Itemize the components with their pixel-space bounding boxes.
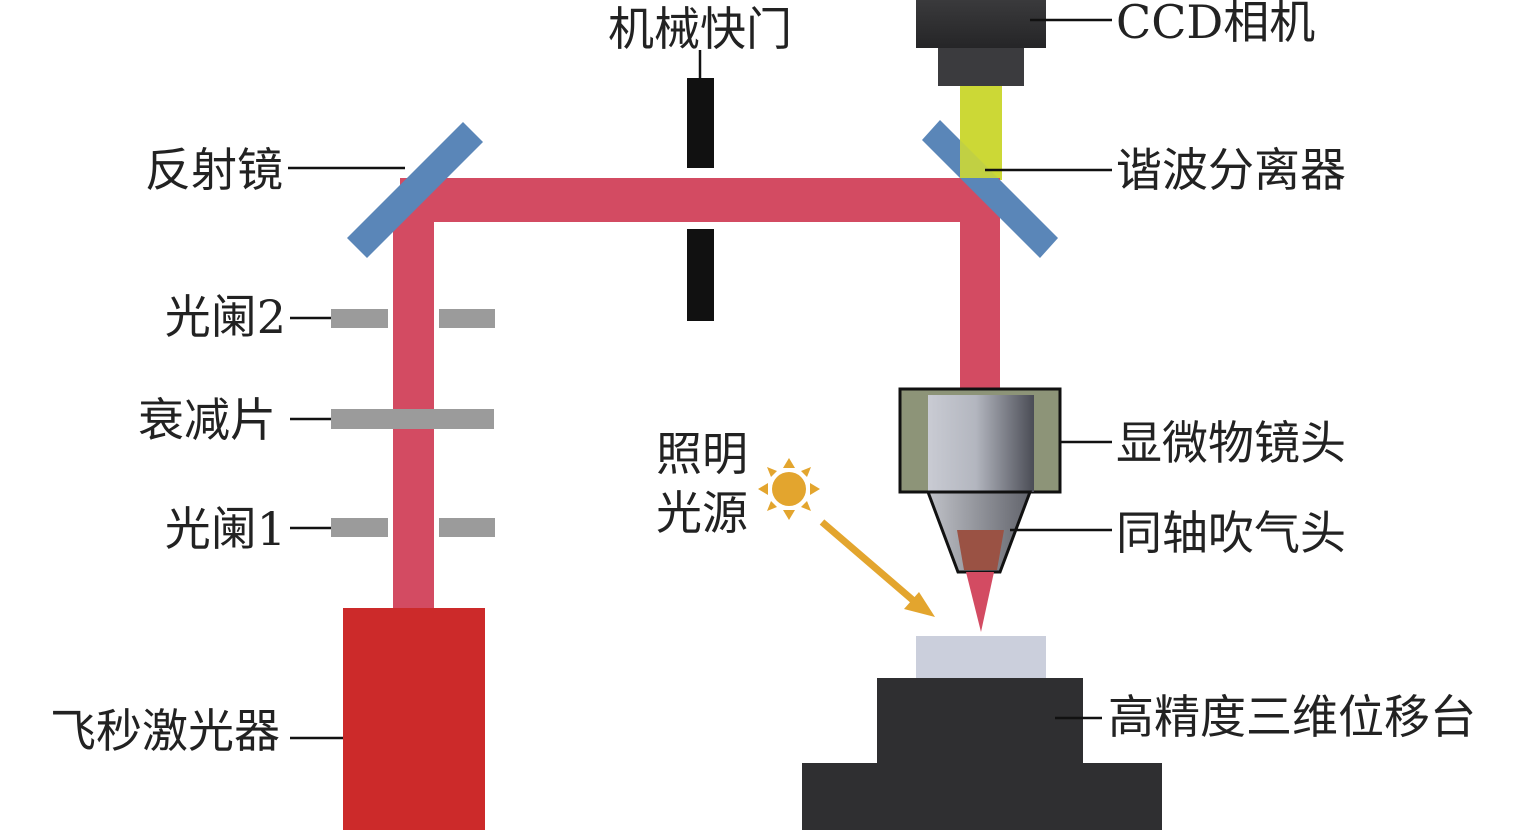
label-stage: 高精度三维位移台 bbox=[1108, 690, 1476, 744]
label-mirror: 反射镜 bbox=[145, 143, 283, 197]
attenuator bbox=[331, 409, 494, 429]
mirror bbox=[347, 122, 483, 258]
focused-beam-tip bbox=[966, 572, 994, 632]
sun-icon bbox=[758, 458, 820, 520]
label-harmonic-separator: 谐波分离器 bbox=[1116, 143, 1346, 197]
label-mechanical-shutter: 机械快门 bbox=[608, 2, 792, 56]
mechanical-shutter-upper-blade bbox=[687, 78, 714, 168]
ccd-camera-body bbox=[916, 0, 1046, 48]
illumination-arrow-icon bbox=[819, 519, 935, 617]
aperture-2-right-blade bbox=[439, 309, 495, 328]
stage-base bbox=[802, 763, 1162, 830]
label-illumination-line2: 光源 bbox=[656, 486, 748, 540]
ccd-camera-lens bbox=[938, 48, 1024, 86]
label-aperture-2: 光阑2 bbox=[165, 290, 286, 344]
label-attenuator: 衰减片 bbox=[138, 393, 276, 447]
label-femtosecond-laser: 飞秒激光器 bbox=[50, 704, 280, 758]
aperture-1-right-blade bbox=[439, 518, 495, 537]
stage-upper bbox=[877, 678, 1083, 766]
label-aperture-1: 光阑1 bbox=[165, 502, 286, 556]
objective-lens bbox=[928, 395, 1034, 492]
label-ccd-camera: CCD相机 bbox=[1116, 0, 1315, 49]
label-coaxial-nozzle: 同轴吹气头 bbox=[1116, 506, 1346, 560]
focused-beam-cone bbox=[957, 530, 1004, 570]
sample bbox=[916, 636, 1046, 680]
femtosecond-laser-body bbox=[343, 608, 485, 830]
harmonic-separator bbox=[922, 120, 1058, 258]
label-objective: 显微物镜头 bbox=[1116, 416, 1346, 470]
aperture-2-left-blade bbox=[331, 309, 388, 328]
aperture-1-left-blade bbox=[331, 518, 388, 537]
mechanical-shutter-lower-blade bbox=[687, 229, 714, 321]
label-illumination-line1: 照明 bbox=[656, 427, 748, 481]
